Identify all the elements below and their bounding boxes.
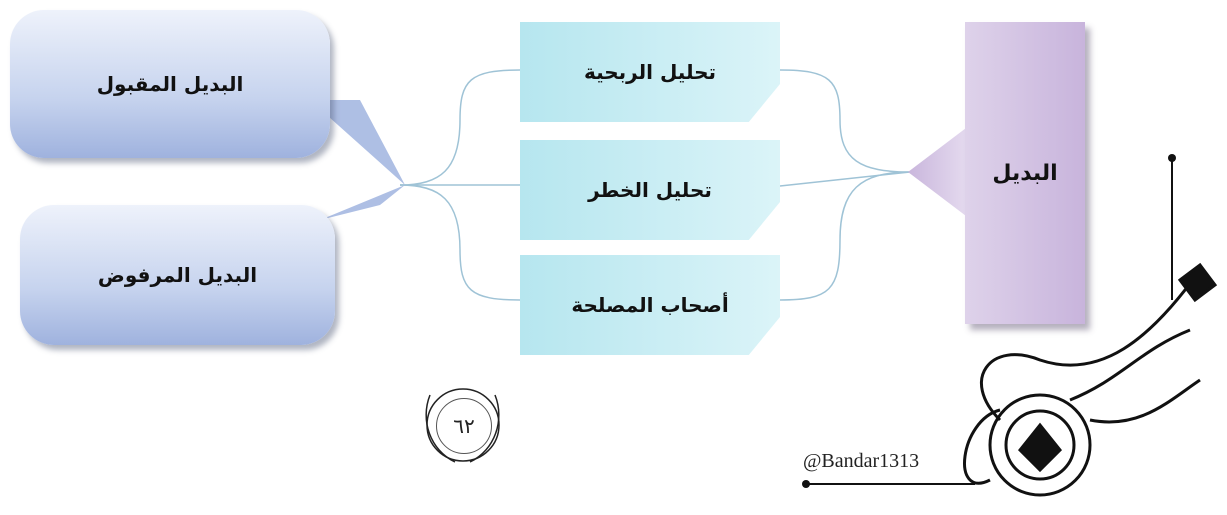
card-risk-analysis: تحليل الخطر xyxy=(520,140,780,240)
card-profitability-analysis: تحليل الربحية xyxy=(520,22,780,122)
card-stakeholders: أصحاب المصلحة xyxy=(520,255,780,355)
main-alternative-box: البديل xyxy=(965,22,1085,324)
author-handle: @Bandar1313 xyxy=(803,450,920,472)
page-ornament-icon xyxy=(425,388,500,463)
page-number: ٦٢ xyxy=(436,398,492,454)
outcome-rejected: البديل المرفوض xyxy=(20,205,335,345)
outcome-accepted: البديل المقبول xyxy=(10,10,330,158)
main-alternative-label: البديل xyxy=(992,160,1058,186)
floral-ornament-icon xyxy=(963,262,1218,497)
